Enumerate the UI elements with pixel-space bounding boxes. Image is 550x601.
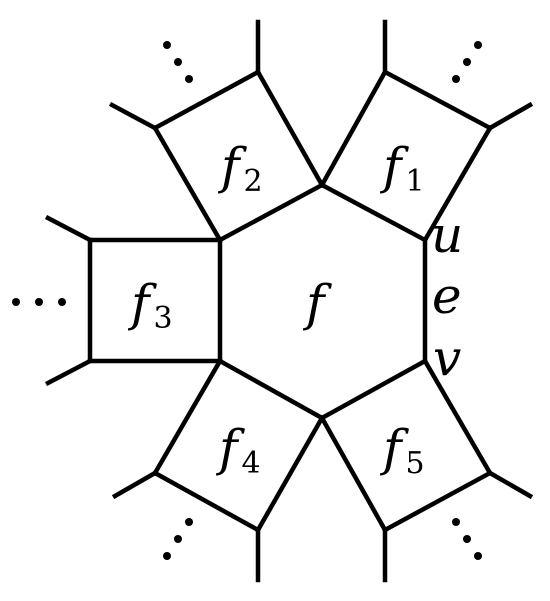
label-f3-base: f <box>127 274 157 332</box>
face-f3 <box>44 214 223 387</box>
dot <box>185 75 193 83</box>
label-f1-base: f <box>379 137 409 195</box>
ellipsis-top-right-icon <box>452 41 482 83</box>
dot <box>174 535 182 543</box>
face-f5 <box>318 357 534 583</box>
edge <box>151 68 262 132</box>
dot <box>474 41 482 49</box>
pendant-edge <box>44 357 94 387</box>
dot <box>12 298 20 306</box>
dot <box>35 298 43 306</box>
dot <box>463 535 471 543</box>
face-f1 <box>318 19 534 244</box>
label-f2-base: f <box>217 137 247 195</box>
edge <box>381 469 494 534</box>
edge <box>254 68 326 189</box>
pendant-edge <box>486 469 534 500</box>
dot <box>474 552 482 560</box>
dot <box>163 552 171 560</box>
edge-label-e: e <box>432 267 462 325</box>
edge <box>318 181 429 244</box>
pendant-edge <box>486 101 534 132</box>
ellipsis-top-left-icon <box>163 41 193 83</box>
edge <box>318 68 389 189</box>
label-f1-sub: 1 <box>406 164 425 199</box>
ellipsis-bottom-left-icon <box>163 518 193 560</box>
pendant-edge <box>111 469 159 500</box>
label-f2-sub: 2 <box>244 164 263 199</box>
label-f4-base: f <box>215 419 245 477</box>
edge <box>151 124 224 244</box>
edge <box>421 124 494 244</box>
edge <box>151 469 262 534</box>
vertex-label-v: v <box>433 329 461 387</box>
edge <box>151 357 224 477</box>
edge <box>318 414 389 534</box>
edge <box>318 357 429 422</box>
edge <box>421 357 494 477</box>
dot <box>185 518 193 526</box>
label-f: f <box>302 274 332 332</box>
face-f2 <box>108 19 326 244</box>
dot <box>463 58 471 66</box>
edge <box>216 357 326 422</box>
label-f5-sub: 5 <box>406 446 425 481</box>
dot <box>58 298 66 306</box>
edge <box>381 68 494 132</box>
pendant-edge <box>44 214 94 244</box>
pendant-edge <box>108 101 159 132</box>
dot <box>452 75 460 83</box>
dot <box>174 58 182 66</box>
face-f4 <box>111 357 326 583</box>
edge <box>216 181 326 244</box>
central-face-f <box>216 181 429 422</box>
label-f3-sub: 3 <box>154 301 173 336</box>
ellipsis-bottom-right-icon <box>452 518 482 560</box>
label-f4-sub: 4 <box>242 446 261 481</box>
dot <box>452 518 460 526</box>
ellipsis-left-icon <box>12 298 66 306</box>
label-f5-base: f <box>379 419 409 477</box>
dot <box>163 41 171 49</box>
edge <box>254 414 326 534</box>
vertex-label-u: u <box>431 206 463 264</box>
